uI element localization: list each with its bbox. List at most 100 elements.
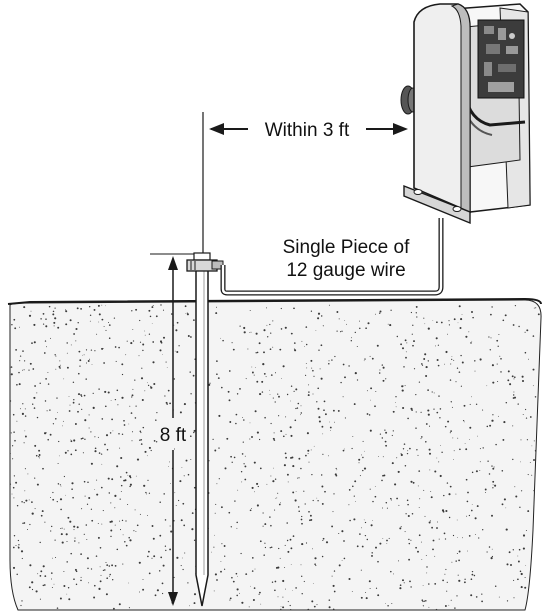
soil-speckle bbox=[34, 444, 37, 447]
soil-speckle bbox=[374, 486, 376, 487]
soil-speckle bbox=[491, 514, 493, 517]
soil-speckle bbox=[214, 534, 215, 536]
soil-speckle bbox=[456, 519, 458, 521]
soil-speckle bbox=[251, 371, 254, 374]
soil-speckle bbox=[85, 378, 87, 380]
soil-speckle bbox=[162, 336, 166, 339]
soil-speckle bbox=[34, 477, 36, 479]
soil-speckle bbox=[432, 539, 435, 542]
soil-speckle bbox=[348, 577, 351, 581]
soil-speckle bbox=[142, 579, 144, 580]
soil-speckle bbox=[366, 538, 369, 541]
soil-speckle bbox=[501, 503, 504, 506]
soil-speckle bbox=[271, 581, 274, 583]
soil-speckle bbox=[420, 541, 422, 543]
soil-speckle bbox=[333, 590, 336, 593]
soil-speckle bbox=[69, 319, 72, 322]
soil-speckle bbox=[71, 488, 73, 490]
soil-speckle bbox=[321, 425, 324, 428]
soil-speckle bbox=[160, 304, 162, 306]
soil-speckle bbox=[78, 542, 80, 544]
soil-speckle bbox=[101, 463, 103, 465]
soil-speckle bbox=[65, 310, 68, 313]
soil-speckle bbox=[92, 392, 94, 394]
soil-speckle bbox=[535, 519, 537, 522]
soil-speckle bbox=[60, 528, 62, 529]
soil-speckle bbox=[421, 599, 424, 602]
soil-speckle bbox=[147, 384, 150, 387]
soil-speckle bbox=[346, 323, 348, 325]
soil-speckle bbox=[251, 557, 254, 559]
soil-speckle bbox=[435, 608, 438, 610]
soil-speckle bbox=[295, 407, 297, 410]
soil-speckle bbox=[353, 403, 356, 406]
soil-speckle bbox=[116, 465, 119, 468]
soil-speckle bbox=[65, 323, 68, 326]
soil-speckle bbox=[185, 313, 187, 314]
soil-speckle bbox=[377, 594, 380, 597]
soil-speckle bbox=[178, 345, 180, 347]
soil-speckle bbox=[297, 402, 300, 405]
soil-speckle bbox=[369, 488, 371, 490]
soil-speckle bbox=[71, 482, 74, 485]
soil-speckle bbox=[135, 308, 138, 311]
soil-speckle bbox=[138, 355, 140, 357]
soil-speckle bbox=[413, 368, 416, 370]
soil-speckle bbox=[162, 353, 163, 355]
soil-speckle bbox=[235, 413, 238, 416]
soil-speckle bbox=[320, 474, 323, 476]
soil-speckle bbox=[70, 552, 72, 555]
soil-speckle bbox=[496, 339, 499, 342]
soil-speckle bbox=[223, 568, 226, 570]
soil-speckle bbox=[337, 409, 340, 412]
soil-speckle bbox=[77, 410, 79, 413]
soil-speckle bbox=[36, 483, 39, 486]
soil-speckle bbox=[17, 546, 19, 547]
soil-speckle bbox=[22, 369, 24, 371]
soil-speckle bbox=[107, 391, 110, 394]
soil-speckle bbox=[12, 566, 16, 569]
soil-speckle bbox=[272, 346, 274, 348]
soil-speckle bbox=[19, 355, 22, 357]
soil-speckle bbox=[390, 499, 392, 501]
soil-speckle bbox=[521, 379, 525, 383]
soil-speckle bbox=[94, 447, 97, 450]
soil-speckle bbox=[382, 456, 384, 458]
soil-speckle bbox=[525, 408, 527, 411]
soil-speckle bbox=[83, 533, 85, 535]
soil-speckle bbox=[60, 508, 62, 511]
soil-speckle bbox=[427, 327, 430, 330]
soil-speckle bbox=[187, 335, 190, 337]
soil-speckle bbox=[21, 500, 23, 503]
soil-speckle bbox=[260, 603, 262, 605]
soil-speckle bbox=[331, 525, 334, 528]
soil-speckle bbox=[486, 425, 489, 428]
soil-speckle bbox=[60, 533, 63, 536]
soil-speckle bbox=[321, 555, 324, 558]
soil-speckle bbox=[273, 439, 276, 441]
soil-speckle bbox=[388, 537, 390, 539]
soil-speckle bbox=[44, 575, 47, 577]
soil-speckle bbox=[86, 557, 89, 560]
soil-speckle bbox=[74, 537, 76, 539]
soil-speckle bbox=[131, 396, 133, 398]
soil-speckle bbox=[147, 479, 149, 481]
soil-speckle bbox=[343, 557, 346, 560]
soil-speckle bbox=[382, 538, 384, 540]
soil-speckle bbox=[439, 417, 441, 419]
soil-speckle bbox=[274, 509, 276, 511]
soil-speckle bbox=[279, 348, 282, 351]
soil-speckle bbox=[482, 447, 484, 449]
soil-speckle bbox=[117, 404, 119, 406]
soil-speckle bbox=[108, 565, 111, 567]
soil-speckle bbox=[451, 561, 453, 563]
soil-speckle bbox=[24, 430, 26, 432]
soil-speckle bbox=[512, 425, 514, 427]
soil-speckle bbox=[322, 453, 324, 455]
soil-speckle bbox=[382, 474, 384, 477]
soil-speckle bbox=[273, 432, 275, 434]
soil-speckle bbox=[475, 470, 478, 473]
soil-speckle bbox=[24, 468, 26, 470]
soil-speckle bbox=[99, 566, 101, 568]
soil-speckle bbox=[80, 394, 82, 396]
